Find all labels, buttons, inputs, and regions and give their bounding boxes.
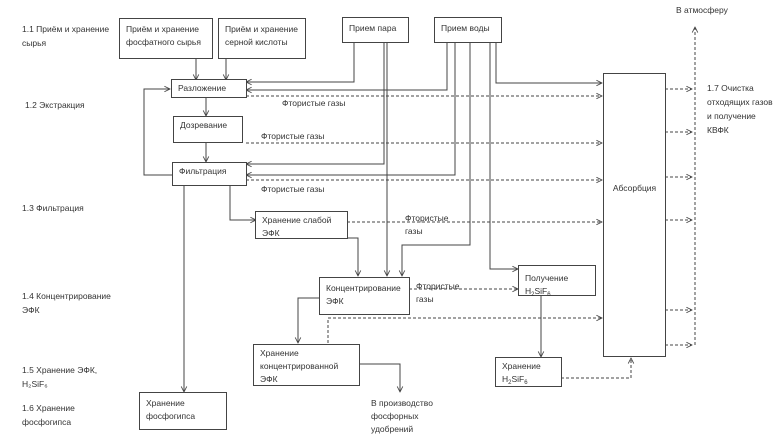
label-gases-2: Фтористые газы (261, 131, 325, 141)
box-water-intake[interactable]: Прием воды (434, 17, 502, 43)
label-gases-4: Фтористые газы (405, 213, 449, 236)
box-filtration[interactable]: Фильтрация (172, 162, 247, 186)
arrow-water-to-absorption (495, 42, 602, 83)
stage-1-3: 1.3 Фильтрация (22, 203, 84, 213)
stage-1-1: 1.1 Приём и хранение сырья (22, 24, 110, 48)
label-gases-1: Фтористые газы (282, 98, 346, 108)
gas-h2sif6-storage (561, 358, 631, 379)
stage-1-7: 1.7 Очистка отходящих газов и получение … (707, 83, 773, 135)
box-sulfuric-intake[interactable]: Приём и хранение серной кислоты (218, 18, 306, 59)
box-h2sif6-production[interactable]: Получение H2SiF6 (518, 265, 596, 298)
box-maturation[interactable]: Дозревание (173, 116, 243, 143)
label-to-fertilizers: В производство фосфорных удобрений (371, 398, 433, 434)
stage-1-4: 1.4 Концентрирование ЭФК (22, 291, 111, 315)
box-decomposition[interactable]: Разложение (171, 79, 247, 98)
arrow-filtration-recycle (143, 89, 172, 176)
gas-conc-storage (327, 318, 602, 343)
stage-1-6: 1.6 Хранение фосфогипса (22, 403, 75, 427)
arrow-water-to-h2sif6 (489, 42, 518, 269)
arrow-concentration-to-storage (298, 297, 320, 343)
box-phosphate-intake[interactable]: Приём и хранение фосфатного сырья (119, 18, 213, 59)
label-gases-3: Фтористые газы (261, 184, 325, 194)
arrow-water2-to-filtration (246, 42, 456, 175)
arrow-water-to-decomposition (246, 42, 448, 90)
arrow-storage-to-fertilizers (360, 363, 400, 392)
box-concentration[interactable]: Концентрирование ЭФК (319, 277, 410, 315)
arrow-steam-to-decomposition (246, 42, 355, 82)
arrow-water-to-filtration (246, 42, 385, 164)
box-weak-acid-storage[interactable]: Хранение слабой ЭФК (255, 211, 348, 239)
box-concentrated-storage[interactable]: Хранение концентрированной ЭФК (253, 344, 360, 386)
arrow-weak-to-concentration (347, 237, 358, 276)
box-steam-intake[interactable]: Прием пара (342, 17, 409, 43)
label-gases-5: Фтористые газы (416, 281, 460, 304)
box-absorption[interactable]: Абсорбция (603, 73, 666, 357)
arrow-filtration-to-weak (229, 185, 256, 220)
box-phosphogypsum[interactable]: Хранение фосфогипса (139, 392, 227, 430)
stage-1-5: 1.5 Хранение ЭФК, H₂SiF₆ (22, 365, 98, 389)
label-to-atmosphere: В атмосферу (676, 5, 728, 15)
arrow-water-to-concentration (402, 42, 471, 276)
stage-1-2: 1.2 Экстракция (25, 100, 85, 110)
